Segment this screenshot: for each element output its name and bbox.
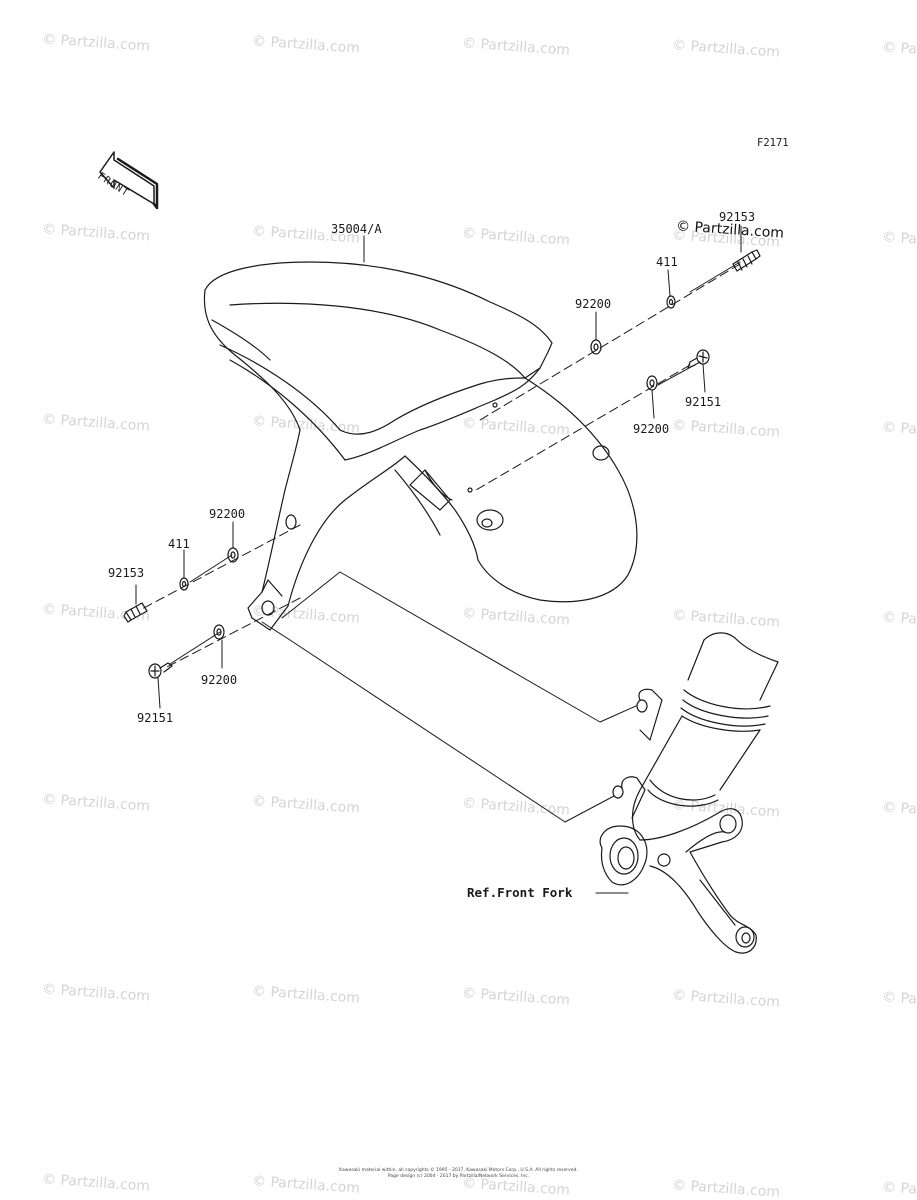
collar-92200-right-upper-icon <box>590 339 602 355</box>
part-label-92200-right-lower[interactable]: 92200 <box>633 422 670 436</box>
copyright-notice: Kawasaki material within, all copyrights… <box>300 1168 617 1180</box>
washer-411-right-icon <box>666 295 676 309</box>
collar-92200-right-lower-icon <box>646 375 658 391</box>
bolt-92153-right-icon <box>732 249 761 272</box>
part-label-92153-left[interactable]: 92153 <box>108 566 145 580</box>
part-label-92200-left-upper[interactable]: 92200 <box>209 507 246 521</box>
bolt-92153-left-icon <box>123 602 148 623</box>
part-label-92153-right[interactable]: 92153 <box>719 210 756 224</box>
part-label-411-right[interactable]: 411 <box>656 255 678 269</box>
collar-92200-left-lower-icon <box>213 624 225 640</box>
figure-code: F2171 <box>757 137 789 149</box>
collar-92200-left-upper-icon <box>227 547 239 563</box>
front-arrow-icon <box>99 151 159 210</box>
screw-92151-left-icon <box>148 662 173 679</box>
part-label-35004a[interactable]: 35004/A <box>331 222 382 236</box>
part-label-92151-right[interactable]: 92151 <box>685 395 722 409</box>
part-label-92200-right-upper[interactable]: 92200 <box>575 297 612 311</box>
front-fender-drawing <box>203 261 638 631</box>
part-label-92200-left-lower[interactable]: 92200 <box>201 673 238 687</box>
front-fork-drawing <box>599 632 779 954</box>
copyright-line-1: Kawasaki material within, all copyrights… <box>339 1168 578 1173</box>
screw-92151-right-icon <box>687 349 710 369</box>
copyright-line-2: Page design (c) 2004 - 2017 by Partzilla… <box>387 1174 530 1179</box>
part-label-92151-left[interactable]: 92151 <box>137 711 174 725</box>
part-label-411-left[interactable]: 411 <box>168 537 190 551</box>
ref-front-fork-label: Ref.Front Fork <box>467 885 573 900</box>
